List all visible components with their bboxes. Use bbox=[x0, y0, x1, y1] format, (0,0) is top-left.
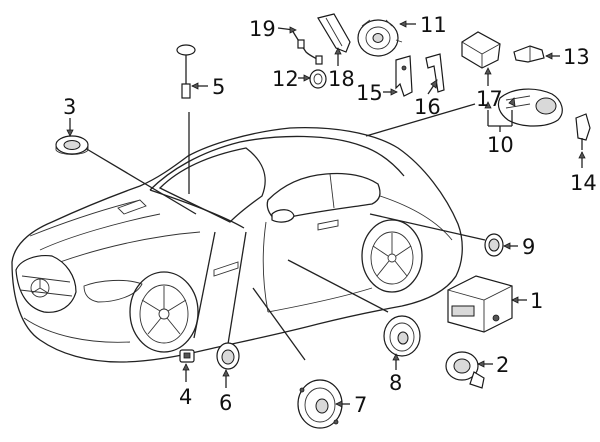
callout-4: 4 bbox=[179, 385, 192, 409]
part-9-rear-speaker bbox=[484, 233, 504, 257]
callout-3: 3 bbox=[63, 95, 76, 119]
callout-5: 5 bbox=[212, 75, 225, 99]
part-13-plug bbox=[513, 45, 545, 63]
part-16-bracket bbox=[425, 53, 445, 93]
callout-14: 14 bbox=[570, 171, 597, 195]
callout-8: 8 bbox=[389, 371, 402, 395]
callout-12: 12 bbox=[272, 67, 299, 91]
callout-15: 15 bbox=[356, 81, 383, 105]
car-illustration bbox=[11, 127, 463, 363]
part-11-coil bbox=[357, 19, 403, 57]
part-17-module bbox=[461, 31, 501, 69]
part-2-horn bbox=[445, 351, 485, 389]
callout-labels: 1 2 3 4 5 6 7 8 9 10 11 12 13 14 15 16 1… bbox=[63, 13, 597, 417]
part-6-speaker bbox=[216, 342, 240, 370]
part-4-connector bbox=[179, 349, 195, 363]
part-3-tweeter bbox=[55, 135, 89, 155]
part-15-bracket bbox=[395, 55, 413, 97]
callout-7: 7 bbox=[354, 393, 367, 417]
callout-19: 19 bbox=[249, 17, 276, 41]
callout-9: 9 bbox=[522, 235, 535, 259]
part-5-antenna-lead bbox=[176, 44, 196, 99]
callout-2: 2 bbox=[496, 353, 509, 377]
leader-lines bbox=[84, 103, 486, 361]
callout-11: 11 bbox=[420, 13, 447, 37]
callout-17: 17 bbox=[476, 87, 503, 111]
part-1-control-module bbox=[447, 275, 513, 333]
callout-arrows bbox=[66, 20, 586, 408]
part-19-harness bbox=[291, 29, 323, 65]
callout-10: 10 bbox=[487, 133, 514, 157]
callout-18: 18 bbox=[328, 67, 355, 91]
part-10-17-control-unit bbox=[497, 88, 563, 127]
part-12-ring bbox=[309, 69, 327, 89]
callout-1: 1 bbox=[530, 289, 543, 313]
part-8-door-speaker bbox=[383, 315, 421, 357]
callout-16: 16 bbox=[414, 95, 441, 119]
part-14-sensor bbox=[575, 113, 591, 150]
callout-13: 13 bbox=[563, 45, 590, 69]
part-18-antenna bbox=[317, 13, 351, 53]
callout-6: 6 bbox=[219, 391, 232, 415]
